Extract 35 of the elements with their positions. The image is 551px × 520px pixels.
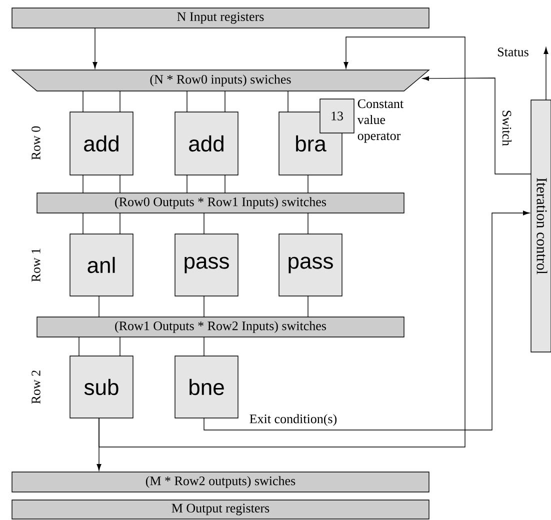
connector bbox=[186, 174, 188, 194]
operator-box: bne bbox=[174, 356, 238, 418]
operator-box: anl bbox=[70, 234, 134, 296]
edge-label: Status bbox=[496, 46, 530, 58]
connector bbox=[82, 90, 84, 112]
connector bbox=[204, 210, 530, 430]
register-bar: M Output registers bbox=[12, 500, 430, 520]
connector bbox=[92, 28, 98, 69]
connector bbox=[186, 90, 188, 112]
operator-box: sub bbox=[70, 356, 134, 418]
control-box: Iteration control bbox=[530, 100, 551, 352]
register-bar: (M * Row2 outputs) swiches bbox=[12, 472, 430, 492]
connector bbox=[224, 90, 226, 112]
operator-box: pass bbox=[278, 234, 342, 296]
operator-box: add bbox=[70, 112, 134, 176]
constant-box: 13 bbox=[320, 98, 354, 134]
connector bbox=[544, 47, 548, 100]
connector bbox=[422, 76, 532, 174]
connector bbox=[98, 36, 466, 448]
row-label: Row 1 bbox=[32, 248, 40, 282]
connector bbox=[82, 174, 84, 194]
operator-box: add bbox=[174, 112, 238, 176]
register-bar: (Row0 Outputs * Row1 Inputs) switches bbox=[36, 192, 404, 214]
connector bbox=[224, 174, 226, 194]
row-label: Row 0 bbox=[32, 126, 40, 160]
register-bar: (Row1 Outputs * Row2 Inputs) switches bbox=[36, 316, 404, 338]
operator-box: pass bbox=[174, 234, 238, 296]
register-bar: N Input registers bbox=[12, 8, 430, 28]
edge-label: Switch bbox=[501, 108, 513, 148]
edge-label: Exit condition(s) bbox=[248, 413, 338, 427]
connector bbox=[98, 296, 100, 318]
row-label: Row 2 bbox=[32, 370, 40, 404]
connector bbox=[82, 212, 84, 234]
connector bbox=[78, 336, 80, 356]
note-text: Constant value operator bbox=[357, 99, 404, 143]
